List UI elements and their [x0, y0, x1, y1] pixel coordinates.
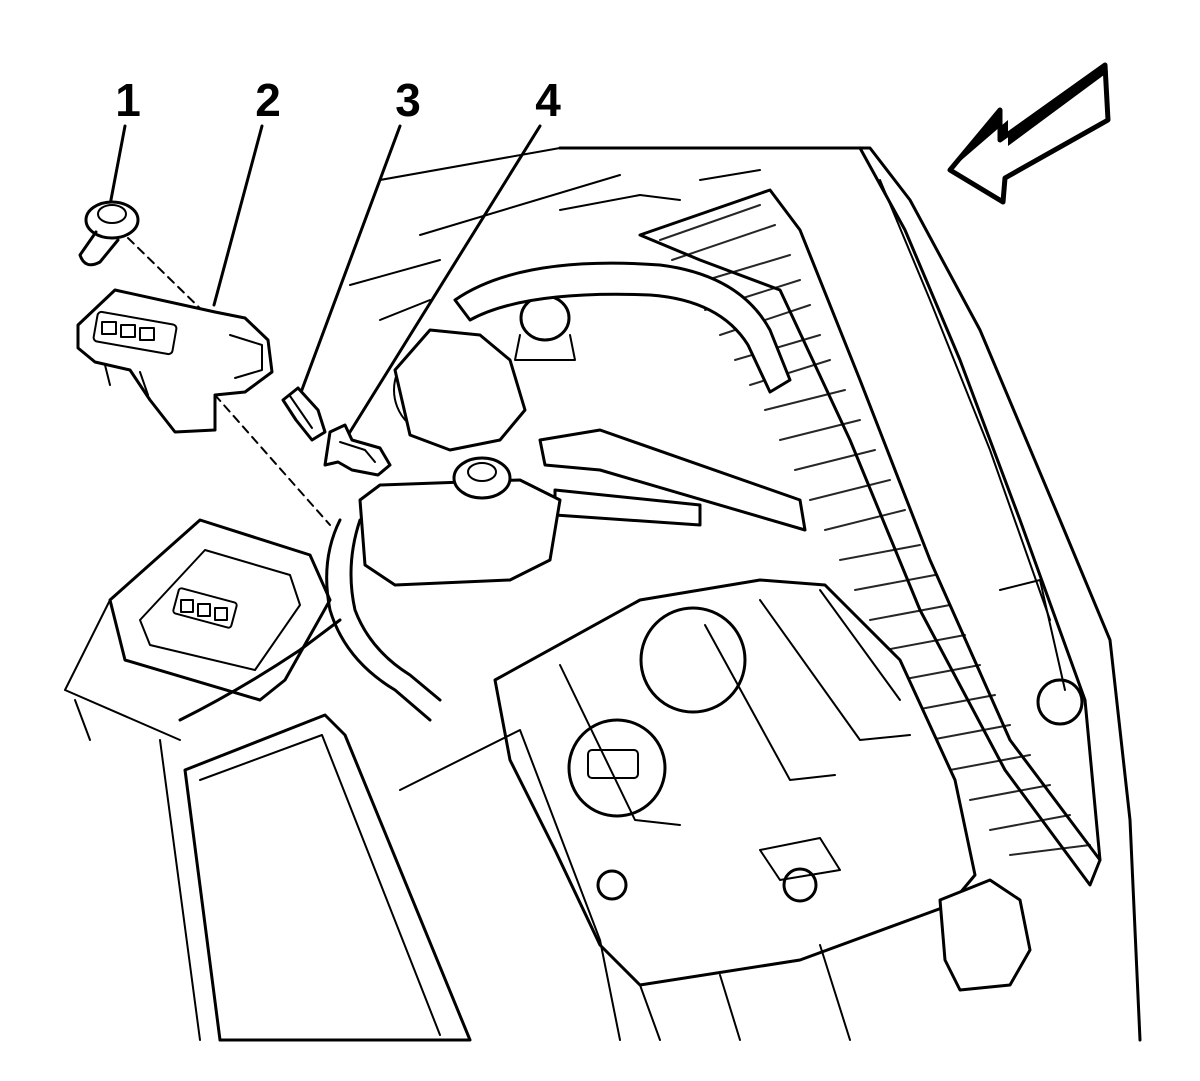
callout-label-2: 2	[255, 74, 281, 126]
callout-label-3: 3	[395, 74, 421, 126]
callout-label-4: 4	[535, 74, 561, 126]
leader-line-4	[343, 124, 542, 442]
part-3-connector	[281, 386, 327, 442]
leader-lines	[108, 124, 542, 442]
callout-label-1: 1	[115, 74, 141, 126]
front-of-vehicle-arrow-icon	[947, 62, 1111, 205]
part-1-fastener	[78, 200, 213, 321]
leader-line-2	[212, 124, 264, 307]
leader-line-3	[298, 124, 402, 397]
leader-line-1	[108, 124, 127, 207]
part-4-retainer-clip	[323, 423, 392, 477]
engine-compartment	[64, 146, 1142, 1042]
part-2-module-bracket	[76, 288, 331, 526]
